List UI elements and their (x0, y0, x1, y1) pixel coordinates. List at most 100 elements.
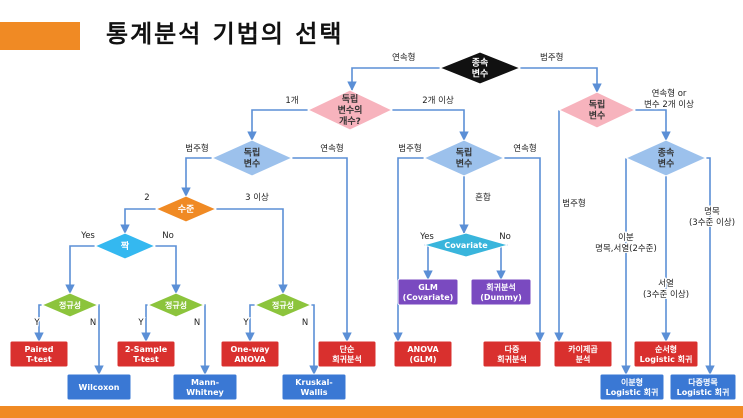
method-box-text: 단순 (340, 344, 355, 354)
method-box-text: T-test (133, 355, 159, 364)
diamond-shape (422, 139, 506, 177)
edge-label-one: 1개 (285, 95, 298, 106)
connector-line (393, 157, 424, 342)
method-box-shape (553, 340, 613, 368)
edge-label-continuous-top: 연속형 (392, 53, 415, 63)
edge-label-yes-b: Yes (419, 232, 434, 242)
method-box-text: One-way (231, 345, 271, 354)
edge-label-two: 2 (144, 193, 149, 203)
decision-node-text: 종속 (472, 57, 489, 69)
edge-label-no-b: No (499, 232, 511, 242)
connector-line (216, 208, 288, 294)
edge-label-binary: 이분 (618, 232, 634, 243)
method-box-text: GLM (418, 283, 438, 292)
title-accent-bar (0, 22, 80, 50)
decision-node-text: 정규성 (272, 300, 294, 310)
diamond-shape (146, 292, 206, 318)
method-box-shape (172, 373, 238, 401)
connector-line (504, 157, 545, 342)
method-box-text: ANOVA (234, 355, 266, 364)
method-box-wilcoxon: Wilcoxon (66, 373, 132, 401)
diamond-shape (557, 91, 637, 129)
method-box-shape (9, 340, 69, 368)
connector-line (181, 157, 212, 197)
decision-node-text: 수준 (178, 204, 195, 215)
connector-line (705, 157, 715, 375)
method-box-text: 회귀분석 (497, 354, 526, 364)
method-box-text: 다중 (505, 344, 520, 354)
edge-label-ordinal: 서열 (658, 279, 674, 289)
method-box-text: 회귀분석 (332, 354, 361, 364)
method-box-text: Wilcoxon (79, 383, 120, 392)
method-box-shape (317, 340, 377, 368)
decision-node-text: 변수 (244, 158, 261, 170)
method-box-text: T-test (26, 355, 52, 364)
diamond-shape (624, 139, 708, 177)
connector-line (423, 244, 433, 280)
edge-label-two-more: 2개 이상 (422, 95, 454, 106)
decision-node-normal3: 정규성 (253, 292, 313, 318)
edge-label-binary: 명목,서열(2수준) (595, 243, 657, 254)
method-box-text: 이분형 (621, 377, 643, 387)
connector-line (141, 304, 151, 342)
decision-node-text: 변수 (658, 158, 675, 170)
footer-accent-bar (0, 406, 743, 418)
method-box-shape (470, 278, 532, 306)
method-box-glm-cov: GLM(Covariate) (397, 278, 459, 306)
connector-line (247, 109, 308, 141)
method-box-shape (281, 373, 347, 401)
decision-node-text: 정규성 (165, 300, 187, 310)
edge-label-cont-b: 연속형 (513, 144, 536, 154)
edge-label-cat-b: 범주형 (398, 143, 421, 154)
edge-label-categorical-top: 범주형 (540, 52, 563, 63)
edge-label-cont-or: 연속형 or (652, 89, 687, 99)
edge-label-y1: Y (33, 318, 40, 328)
decision-node-text: Covariate (444, 241, 488, 250)
method-box-text: Wallis (301, 388, 328, 397)
method-box-text: ANOVA (407, 345, 439, 354)
diamond-shape (93, 232, 157, 260)
decision-node-text: 변수 (456, 158, 473, 170)
edge-label-three-more: 3 이상 (245, 192, 269, 203)
decision-node-pair: 짝 (93, 232, 157, 260)
diamond-shape (438, 51, 522, 85)
method-box-text: Logistic 회귀 (677, 387, 730, 397)
diamond-shape (154, 195, 218, 223)
edge-label-n1: N (90, 318, 96, 328)
method-box-shape (220, 340, 280, 368)
connector-line (292, 157, 352, 342)
method-box-shape (66, 373, 132, 401)
page-title: 통계분석 기법의 선택 (106, 20, 344, 48)
decision-node-text: 변수 (472, 68, 489, 80)
method-box-shape (599, 373, 665, 401)
decision-node-text: 변수 (589, 110, 606, 122)
edge-label-n2: N (194, 318, 200, 328)
method-box-text: 회귀분석 (486, 282, 515, 292)
method-box-kruskal: Kruskal-Wallis (281, 373, 347, 401)
connector-line (94, 304, 104, 375)
connector-line (200, 304, 210, 375)
connector-line (392, 109, 469, 141)
decision-node-level: 수준 (154, 195, 218, 223)
method-box-text: Logistic 회귀 (606, 387, 659, 397)
connector-line (496, 244, 508, 280)
method-box-shape (482, 340, 542, 368)
connector-line (120, 208, 156, 234)
connector-line (635, 109, 671, 141)
edge-label-mixed: 혼합 (475, 192, 491, 203)
method-box-shape (633, 340, 699, 368)
method-box-text: 2-Sample (125, 345, 168, 354)
